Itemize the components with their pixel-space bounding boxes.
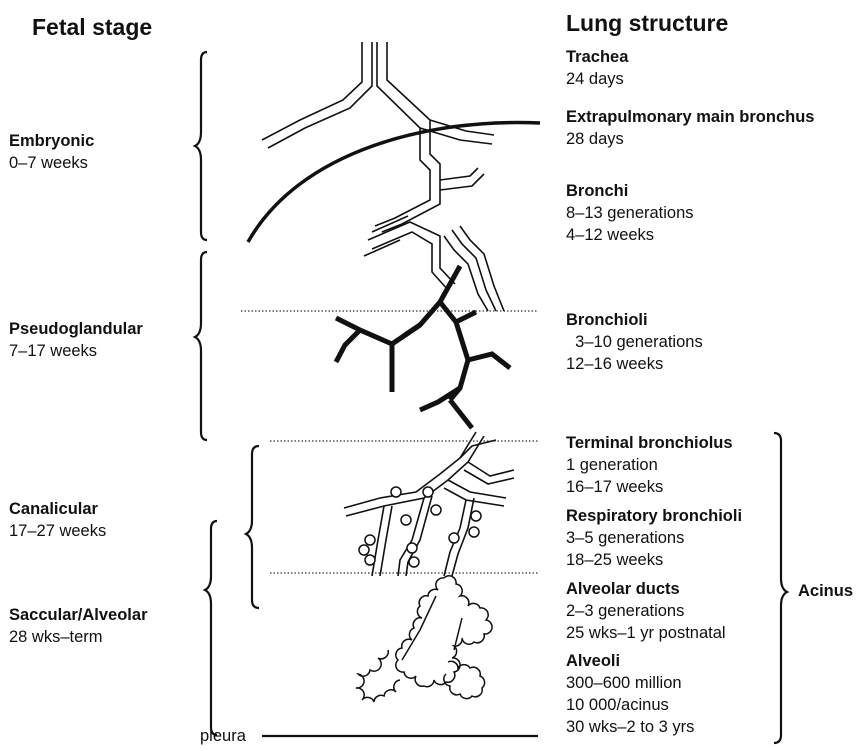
structure-detail: 18–25 weeks bbox=[566, 549, 742, 571]
structure-alveoli: Alveoli 300–600 million 10 000/acinus 30… bbox=[566, 650, 694, 738]
structure-detail: 2–3 generations bbox=[566, 600, 726, 622]
structure-detail: 12–16 weeks bbox=[566, 353, 703, 375]
trachea-right-wall bbox=[382, 42, 440, 232]
alveolar-cluster-main bbox=[396, 576, 492, 687]
lung-outline bbox=[248, 123, 540, 242]
lower-bronchus-left-wall bbox=[368, 222, 455, 284]
structure-name: Terminal bronchiolus bbox=[566, 432, 733, 454]
structure-alveolar-ducts: Alveolar ducts 2–3 generations 25 wks–1 … bbox=[566, 578, 726, 644]
structure-bronchi: Bronchi 8–13 generations 4–12 weeks bbox=[566, 180, 694, 246]
right-branch-lower bbox=[440, 168, 478, 180]
structure-name: Bronchioli bbox=[566, 309, 703, 331]
stage-name: Saccular/Alveolar bbox=[9, 604, 148, 626]
alveolar-duct-lines bbox=[402, 596, 462, 660]
acinus-bracket bbox=[774, 433, 787, 743]
pleura-label: pleura bbox=[200, 725, 246, 747]
structure-bronchioli: Bronchioli 3–10 generations 12–16 weeks bbox=[566, 309, 703, 375]
stage-name: Pseudoglandular bbox=[9, 318, 143, 340]
structure-detail: 30 wks–2 to 3 yrs bbox=[566, 716, 694, 738]
bronchiole-branch-h bbox=[450, 400, 472, 428]
bronchiole-branch-f bbox=[468, 354, 510, 368]
acinus-label: Acinus bbox=[798, 580, 853, 602]
alveolar-clusters bbox=[356, 576, 492, 702]
structure-detail: 4–12 weeks bbox=[566, 224, 694, 246]
lower-bronchus-left-tail bbox=[364, 240, 400, 256]
structure-name: Extrapulmonary main bronchus bbox=[566, 106, 814, 128]
structure-detail: 24 days bbox=[566, 68, 628, 90]
stage-name: Embryonic bbox=[9, 130, 94, 152]
trachea-inner-left-wall bbox=[268, 42, 372, 148]
structure-name: Alveolar ducts bbox=[566, 578, 726, 600]
stage-pseudoglandular: Pseudoglandular 7–17 weeks bbox=[9, 318, 143, 362]
bronchial-tree-upper bbox=[262, 42, 504, 311]
structure-detail: 16–17 weeks bbox=[566, 476, 733, 498]
stage-period: 0–7 weeks bbox=[9, 152, 94, 174]
structure-trachea: Trachea 24 days bbox=[566, 46, 628, 90]
structure-name: Alveoli bbox=[566, 650, 694, 672]
structure-detail: 10 000/acinus bbox=[566, 694, 694, 716]
stage-period: 7–17 weeks bbox=[9, 340, 143, 362]
resp-branch-3b bbox=[444, 488, 504, 506]
stage-brackets bbox=[195, 52, 259, 735]
terminal-bronchiolus-left bbox=[344, 432, 476, 508]
saccular-bracket bbox=[205, 521, 217, 735]
structure-terminal-bronchiolus: Terminal bronchiolus 1 generation 16–17 … bbox=[566, 432, 733, 498]
bronchiole-branch-c bbox=[336, 330, 360, 362]
structure-respiratory-bronchioli: Respiratory bronchioli 3–5 generations 1… bbox=[566, 505, 742, 571]
structure-detail: 8–13 generations bbox=[566, 202, 694, 224]
structure-detail: 28 days bbox=[566, 128, 814, 150]
lower-bronchus-left-inner bbox=[372, 232, 448, 290]
structure-detail: 1 generation bbox=[566, 454, 733, 476]
resp-branch-5 bbox=[468, 462, 514, 476]
pseudoglandular-bracket bbox=[195, 252, 207, 440]
stage-embryonic: Embryonic 0–7 weeks bbox=[9, 130, 94, 174]
bronchiole-branch-d bbox=[440, 302, 476, 322]
stage-name: Canalicular bbox=[9, 498, 106, 520]
structure-detail: 25 wks–1 yr postnatal bbox=[566, 622, 726, 644]
stage-canalicular: Canalicular 17–27 weeks bbox=[9, 498, 106, 542]
fetal-stage-header: Fetal stage bbox=[32, 14, 152, 41]
embryonic-bracket bbox=[195, 52, 207, 240]
lower-bronchus-stem-right bbox=[460, 226, 504, 311]
structure-name: Trachea bbox=[566, 46, 628, 68]
stage-period: 17–27 weeks bbox=[9, 520, 106, 542]
structure-name: Bronchi bbox=[566, 180, 694, 202]
structure-detail: 3–10 generations bbox=[566, 331, 703, 353]
structure-main-bronchus: Extrapulmonary main bronchus 28 days bbox=[566, 106, 814, 150]
stage-saccular-alveolar: Saccular/Alveolar 28 wks–term bbox=[9, 604, 148, 648]
lung-structure-header: Lung structure bbox=[566, 10, 728, 37]
bronchiole-stem bbox=[405, 266, 460, 335]
terminal-bronchiolus-right bbox=[346, 436, 484, 516]
structure-detail: 3–5 generations bbox=[566, 527, 742, 549]
bronchioli bbox=[336, 266, 510, 428]
structure-name: Respiratory bronchioli bbox=[566, 505, 742, 527]
canalicular-bracket bbox=[246, 446, 259, 608]
structure-detail: 300–600 million bbox=[566, 672, 694, 694]
alveolar-cluster-left bbox=[356, 650, 400, 702]
alveolar-cluster-right bbox=[444, 661, 485, 698]
stage-period: 28 wks–term bbox=[9, 626, 148, 648]
